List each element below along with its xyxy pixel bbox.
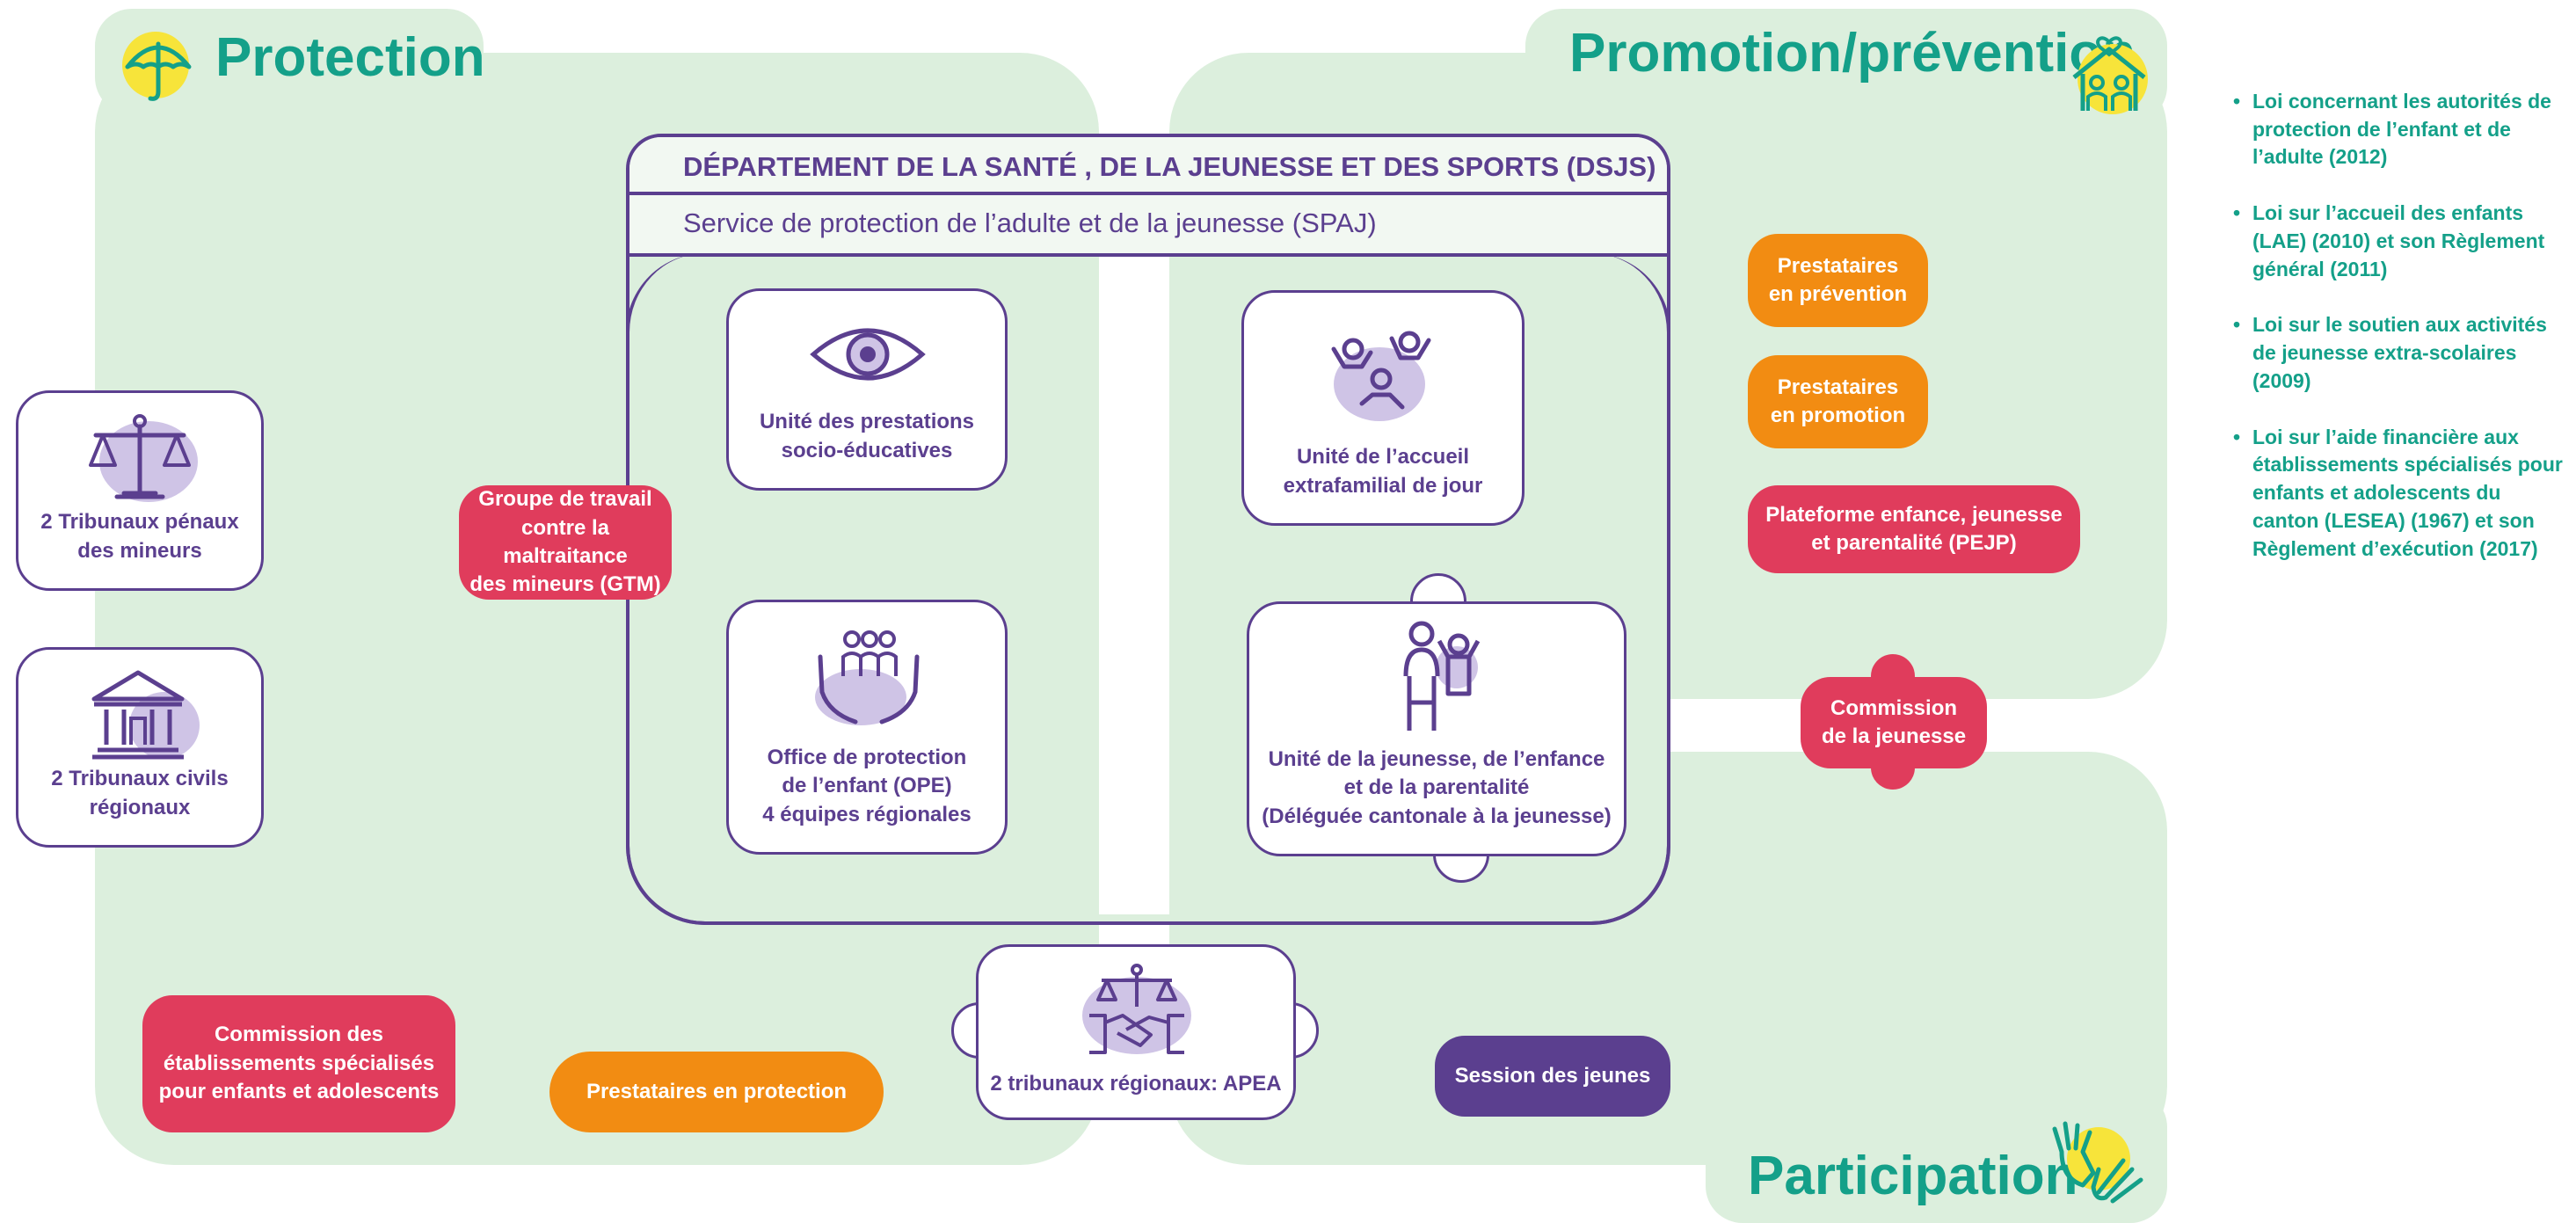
- house-heart-icon: [2062, 25, 2157, 120]
- hands-icon: [2044, 1117, 2150, 1209]
- department-title: DÉPARTEMENT DE LA SANTÉ , DE LA JEUNESSE…: [683, 151, 1656, 182]
- court-apea-label: 2 tribunaux régionaux: APEA: [990, 1071, 1282, 1096]
- umbrella-icon: [119, 28, 198, 107]
- unit-ope-card: Office de protection de l’enfant (OPE) 4…: [726, 600, 1008, 855]
- participation-title: Participation: [1748, 1146, 2078, 1206]
- children-group-icon: [1331, 331, 1431, 421]
- court-civils-card: 2 Tribunaux civils régionaux: [16, 647, 264, 848]
- unit-accueil-card: Unité de l’accueil extrafamilial de jour: [1241, 290, 1524, 526]
- unit-jeunesse-label: Unité de la jeunesse, de l’enfance et de…: [1262, 746, 1612, 828]
- protection-title: Protection: [215, 27, 485, 88]
- commission-jeunesse-pill: Commission de la jeunesse: [1801, 677, 1987, 768]
- scales-icon: [89, 414, 198, 502]
- promotion-title-tab: [1525, 9, 2167, 123]
- law-item: Loi sur l’aide financière aux établissem…: [2233, 424, 2567, 564]
- session-jeunes-pill: Session des jeunes: [1435, 1036, 1670, 1117]
- court-penaux-label: 2 Tribunaux pénaux des mineurs: [40, 510, 239, 563]
- law-item: Loi concernant les autorités de protecti…: [2233, 88, 2567, 171]
- department-header: [629, 137, 1667, 257]
- eye-icon: [810, 328, 926, 381]
- prestataires-protection-pill: Prestataires en protection: [549, 1052, 884, 1132]
- courthouse-icon: [91, 670, 200, 760]
- department-divider: [629, 192, 1667, 195]
- unit-prestations-label: Unité des prestations socio-éducatives: [759, 410, 975, 462]
- adult-child-icon: [1403, 621, 1481, 731]
- handshake-scales-icon: [1082, 964, 1191, 1054]
- laws-list: Loi concernant les autorités de protecti…: [2233, 88, 2567, 591]
- law-item: Loi sur l’accueil des enfants (LAE) (201…: [2233, 200, 2567, 283]
- service-title: Service de protection de l’adulte et de …: [683, 207, 1377, 238]
- unit-prestations-card: Unité des prestations socio-éducatives: [726, 288, 1008, 491]
- prestataires-prevention-pill: Prestataires en prévention: [1748, 234, 1928, 327]
- commission-etablissements-pill: Commission des établissements spécialisé…: [142, 995, 455, 1132]
- promotion-title: Promotion/prévention: [1569, 23, 2136, 84]
- unit-jeunesse-card: Unité de la jeunesse, de l’enfance et de…: [1247, 601, 1626, 856]
- gtm-pill: Groupe de travail contre la maltraitance…: [459, 485, 672, 600]
- court-apea-card: 2 tribunaux régionaux: APEA: [976, 944, 1296, 1120]
- prestataires-promotion-pill: Prestataires en promotion: [1748, 355, 1928, 448]
- court-penaux-card: 2 Tribunaux pénaux des mineurs: [16, 390, 264, 591]
- law-item: Loi sur le soutien aux activités de jeun…: [2233, 311, 2567, 395]
- unit-accueil-label: Unité de l’accueil extrafamilial de jour: [1283, 445, 1483, 498]
- department-divider-vertical: [1099, 257, 1169, 914]
- hands-people-icon: [815, 630, 920, 725]
- court-civils-label: 2 Tribunaux civils régionaux: [51, 767, 229, 819]
- pejp-pill: Plateforme enfance, jeunesse et parental…: [1748, 485, 2080, 573]
- unit-ope-label: Office de protection de l’enfant (OPE) 4…: [762, 745, 971, 826]
